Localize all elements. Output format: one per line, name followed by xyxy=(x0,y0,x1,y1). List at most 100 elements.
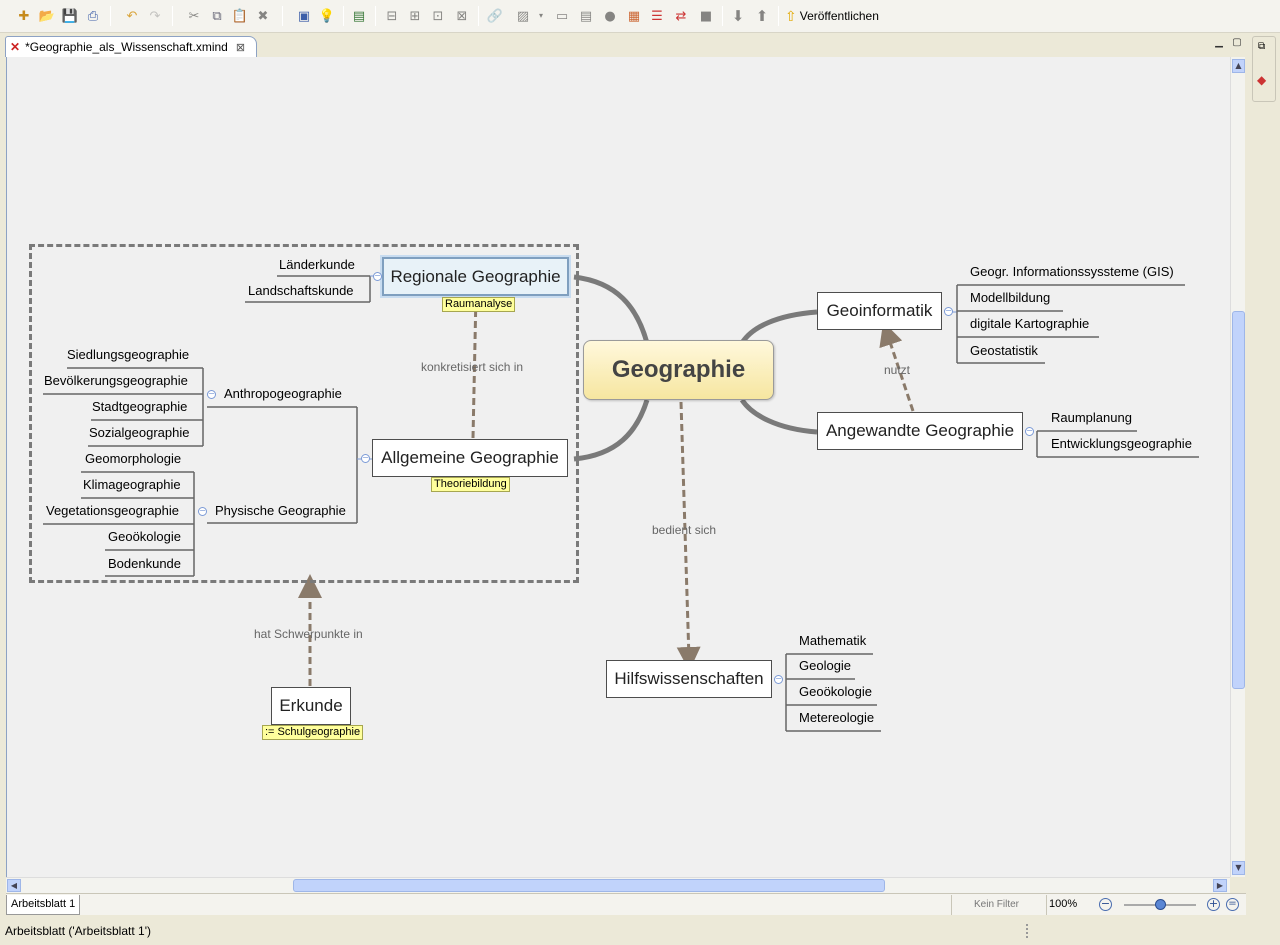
restore-icon[interactable]: ⧉ xyxy=(1258,41,1266,52)
zoom-in-icon[interactable]: + xyxy=(1207,897,1220,911)
marker-icon[interactable]: ● xyxy=(604,8,616,24)
topic-angewandte-geographie[interactable]: Angewandte Geographie xyxy=(817,412,1023,450)
editor-tab-bar: ✕ *Geographie_als_Wissenschaft.xmind ⊠ xyxy=(0,33,1250,57)
subtopic-sozialgeographie[interactable]: Sozialgeographie xyxy=(89,425,190,440)
callout-icon[interactable]: ⇄ xyxy=(675,8,687,24)
subtopic-siedlungsgeographie[interactable]: Siedlungsgeographie xyxy=(67,347,190,362)
relationship-konkretisiert[interactable]: konkretisiert sich in xyxy=(421,360,524,374)
sheet-tab[interactable]: Arbeitsblatt 1 xyxy=(6,895,81,915)
subtopic-geomorphologie[interactable]: Geomorphologie xyxy=(85,451,182,466)
collapse-icon[interactable]: − xyxy=(207,389,216,399)
zoom-out-icon[interactable]: − xyxy=(1099,897,1112,911)
subtopic-stadtgeographie[interactable]: Stadtgeographie xyxy=(92,399,188,414)
subtopic-raumplanung[interactable]: Raumplanung xyxy=(1051,410,1132,425)
subtopic-gis[interactable]: Geogr. Informationssyssteme (GIS) xyxy=(970,264,1174,279)
status-grip xyxy=(1026,924,1028,938)
vertical-scrollbar[interactable]: ▲ ▼ xyxy=(1230,57,1245,877)
collapse-icon[interactable]: − xyxy=(373,271,382,281)
collapse-icon[interactable]: − xyxy=(198,506,207,516)
scroll-down-icon[interactable]: ▼ xyxy=(1232,861,1245,875)
drill-down-icon[interactable]: ⬇ xyxy=(731,6,745,25)
boundary-icon[interactable]: ▭ xyxy=(555,8,569,24)
save-icon[interactable]: 💾 xyxy=(61,8,79,24)
sheet-bar: Arbeitsblatt 1 Kein Filter 100% − + = xyxy=(6,893,1246,915)
subtopic-anthropogeographie[interactable]: Anthropogeographie xyxy=(224,386,342,401)
subtopic-metereologie[interactable]: Metereologie xyxy=(799,710,875,725)
summary-icon[interactable]: ▦ xyxy=(627,8,641,24)
undo-icon[interactable]: ↶ xyxy=(126,8,138,24)
subtopic-mathematik[interactable]: Mathematik xyxy=(799,633,867,648)
notes-icon[interactable]: ▤ xyxy=(579,8,593,24)
open-folder-icon[interactable]: 📂 xyxy=(38,8,56,24)
editor-tab[interactable]: ✕ *Geographie_als_Wissenschaft.xmind ⊠ xyxy=(5,36,257,57)
subtopic-landschaftskunde[interactable]: Landschaftskunde xyxy=(248,283,354,298)
subtopic-geooekologie[interactable]: Geoökologie xyxy=(108,529,181,544)
mind-map-canvas[interactable]: Geographie Regionale Geographie Raumanal… xyxy=(6,57,1230,877)
redo-icon[interactable]: ↷ xyxy=(149,8,161,24)
markers-icon[interactable]: ◆ xyxy=(1257,73,1267,87)
paste-icon[interactable]: 📋 xyxy=(231,8,249,24)
subtopic-physische-geographie[interactable]: Physische Geographie xyxy=(215,503,346,518)
subtopic-geooekologie-hilfs[interactable]: Geoökologie xyxy=(799,684,872,699)
collapse-icon[interactable]: − xyxy=(1025,426,1034,436)
subtopic-vegetationsgeographie[interactable]: Vegetationsgeographie xyxy=(46,503,180,518)
scroll-up-icon[interactable]: ▲ xyxy=(1232,59,1245,73)
topic-regionale-geographie[interactable]: Regionale Geographie xyxy=(382,257,569,296)
subtopic-geostatistik[interactable]: Geostatistik xyxy=(970,343,1038,358)
topic-geoinformatik[interactable]: Geoinformatik xyxy=(817,292,942,330)
new-icon[interactable]: ✚ xyxy=(18,8,30,24)
dropdown-arrow-icon[interactable]: ▾ xyxy=(538,11,543,20)
close-tab-icon[interactable]: ⊠ xyxy=(235,41,246,54)
boundary-box[interactable] xyxy=(29,244,579,583)
label-raumanalyse[interactable]: Raumanalyse xyxy=(442,297,516,312)
print-icon[interactable]: ⎙ xyxy=(87,8,99,24)
relationship-icon[interactable]: ☰ xyxy=(651,8,663,24)
cut-icon[interactable]: ✂ xyxy=(188,8,200,24)
topic-erkunde[interactable]: Erkunde xyxy=(271,687,351,725)
insert-topic-before-icon[interactable]: ⊡ xyxy=(432,8,444,24)
relationship-bedient[interactable]: bedient sich xyxy=(652,523,717,537)
insert-subtopic-icon[interactable]: ⊞ xyxy=(409,8,421,24)
scroll-right-icon[interactable]: ▶ xyxy=(1213,879,1227,892)
minimize-icon[interactable]: ▁ xyxy=(1215,37,1223,48)
publish-button[interactable]: ⇧ Veröffentlichen xyxy=(785,7,879,24)
collapse-icon[interactable]: − xyxy=(944,306,953,316)
topic-allgemeine-geographie[interactable]: Allgemeine Geographie xyxy=(372,439,568,477)
scroll-left-icon[interactable]: ◀ xyxy=(7,879,21,892)
zoom-slider-knob[interactable] xyxy=(1155,899,1166,910)
maximize-icon[interactable]: ▢ xyxy=(1232,37,1242,48)
subtopic-laenderkunde[interactable]: Länderkunde xyxy=(279,257,355,272)
horizontal-scroll-thumb[interactable] xyxy=(293,879,885,892)
label-schulgeographie[interactable]: := Schulgeographie xyxy=(262,725,364,740)
collapse-icon[interactable]: − xyxy=(774,674,783,684)
zoom-fit-icon[interactable]: = xyxy=(1226,898,1239,911)
subtopic-bodenkunde[interactable]: Bodenkunde xyxy=(108,556,182,571)
central-topic[interactable]: Geographie xyxy=(583,340,774,400)
insert-parent-icon[interactable]: ⊠ xyxy=(456,8,468,24)
hyperlink-icon[interactable]: 🔗 xyxy=(486,8,504,24)
main-toolbar: ✚ 📂 💾 ⎙ ↶ ↷ ✂ ⧉ 📋 ✖ ▣ 💡 ▤ ⊟ ⊞ ⊡ ⊠ 🔗 ▨ ▾ … xyxy=(0,0,1280,33)
image-icon[interactable]: ▨ xyxy=(516,8,530,24)
horizontal-scrollbar[interactable]: ◀ ▶ xyxy=(6,877,1230,893)
collapse-icon[interactable]: − xyxy=(361,453,370,463)
delete-icon[interactable]: ✖ xyxy=(257,8,269,24)
drill-up-icon[interactable]: ⬆ xyxy=(755,6,769,25)
stop-icon[interactable]: ■ xyxy=(699,8,713,24)
presentation-icon[interactable]: ▣ xyxy=(297,8,311,24)
subtopic-entwicklungsgeographie[interactable]: Entwicklungsgeographie xyxy=(1051,436,1192,451)
label-theoriebildung[interactable]: Theoriebildung xyxy=(431,477,510,492)
relationship-nutzt[interactable]: nutzt xyxy=(884,363,911,377)
subtopic-geologie[interactable]: Geologie xyxy=(799,658,852,673)
topic-structure-icon[interactable]: ▤ xyxy=(352,8,366,24)
subtopic-digitale-kartographie[interactable]: digitale Kartographie xyxy=(970,316,1090,331)
filter-status[interactable]: Kein Filter xyxy=(951,895,1041,915)
copy-icon[interactable]: ⧉ xyxy=(212,8,222,24)
insert-topic-icon[interactable]: ⊟ xyxy=(386,8,398,24)
subtopic-modellbildung[interactable]: Modellbildung xyxy=(970,290,1051,305)
subtopic-klimageographie[interactable]: Klimageographie xyxy=(83,477,181,492)
relationship-schwerpunkte[interactable]: hat Schwerpunkte in xyxy=(254,627,363,641)
idea-bulb-icon[interactable]: 💡 xyxy=(318,8,336,24)
topic-hilfswissenschaften[interactable]: Hilfswissenschaften xyxy=(606,660,772,698)
subtopic-bevoelkerungsgeographie[interactable]: Bevölkerungsgeographie xyxy=(44,373,188,388)
vertical-scroll-thumb[interactable] xyxy=(1232,311,1245,689)
